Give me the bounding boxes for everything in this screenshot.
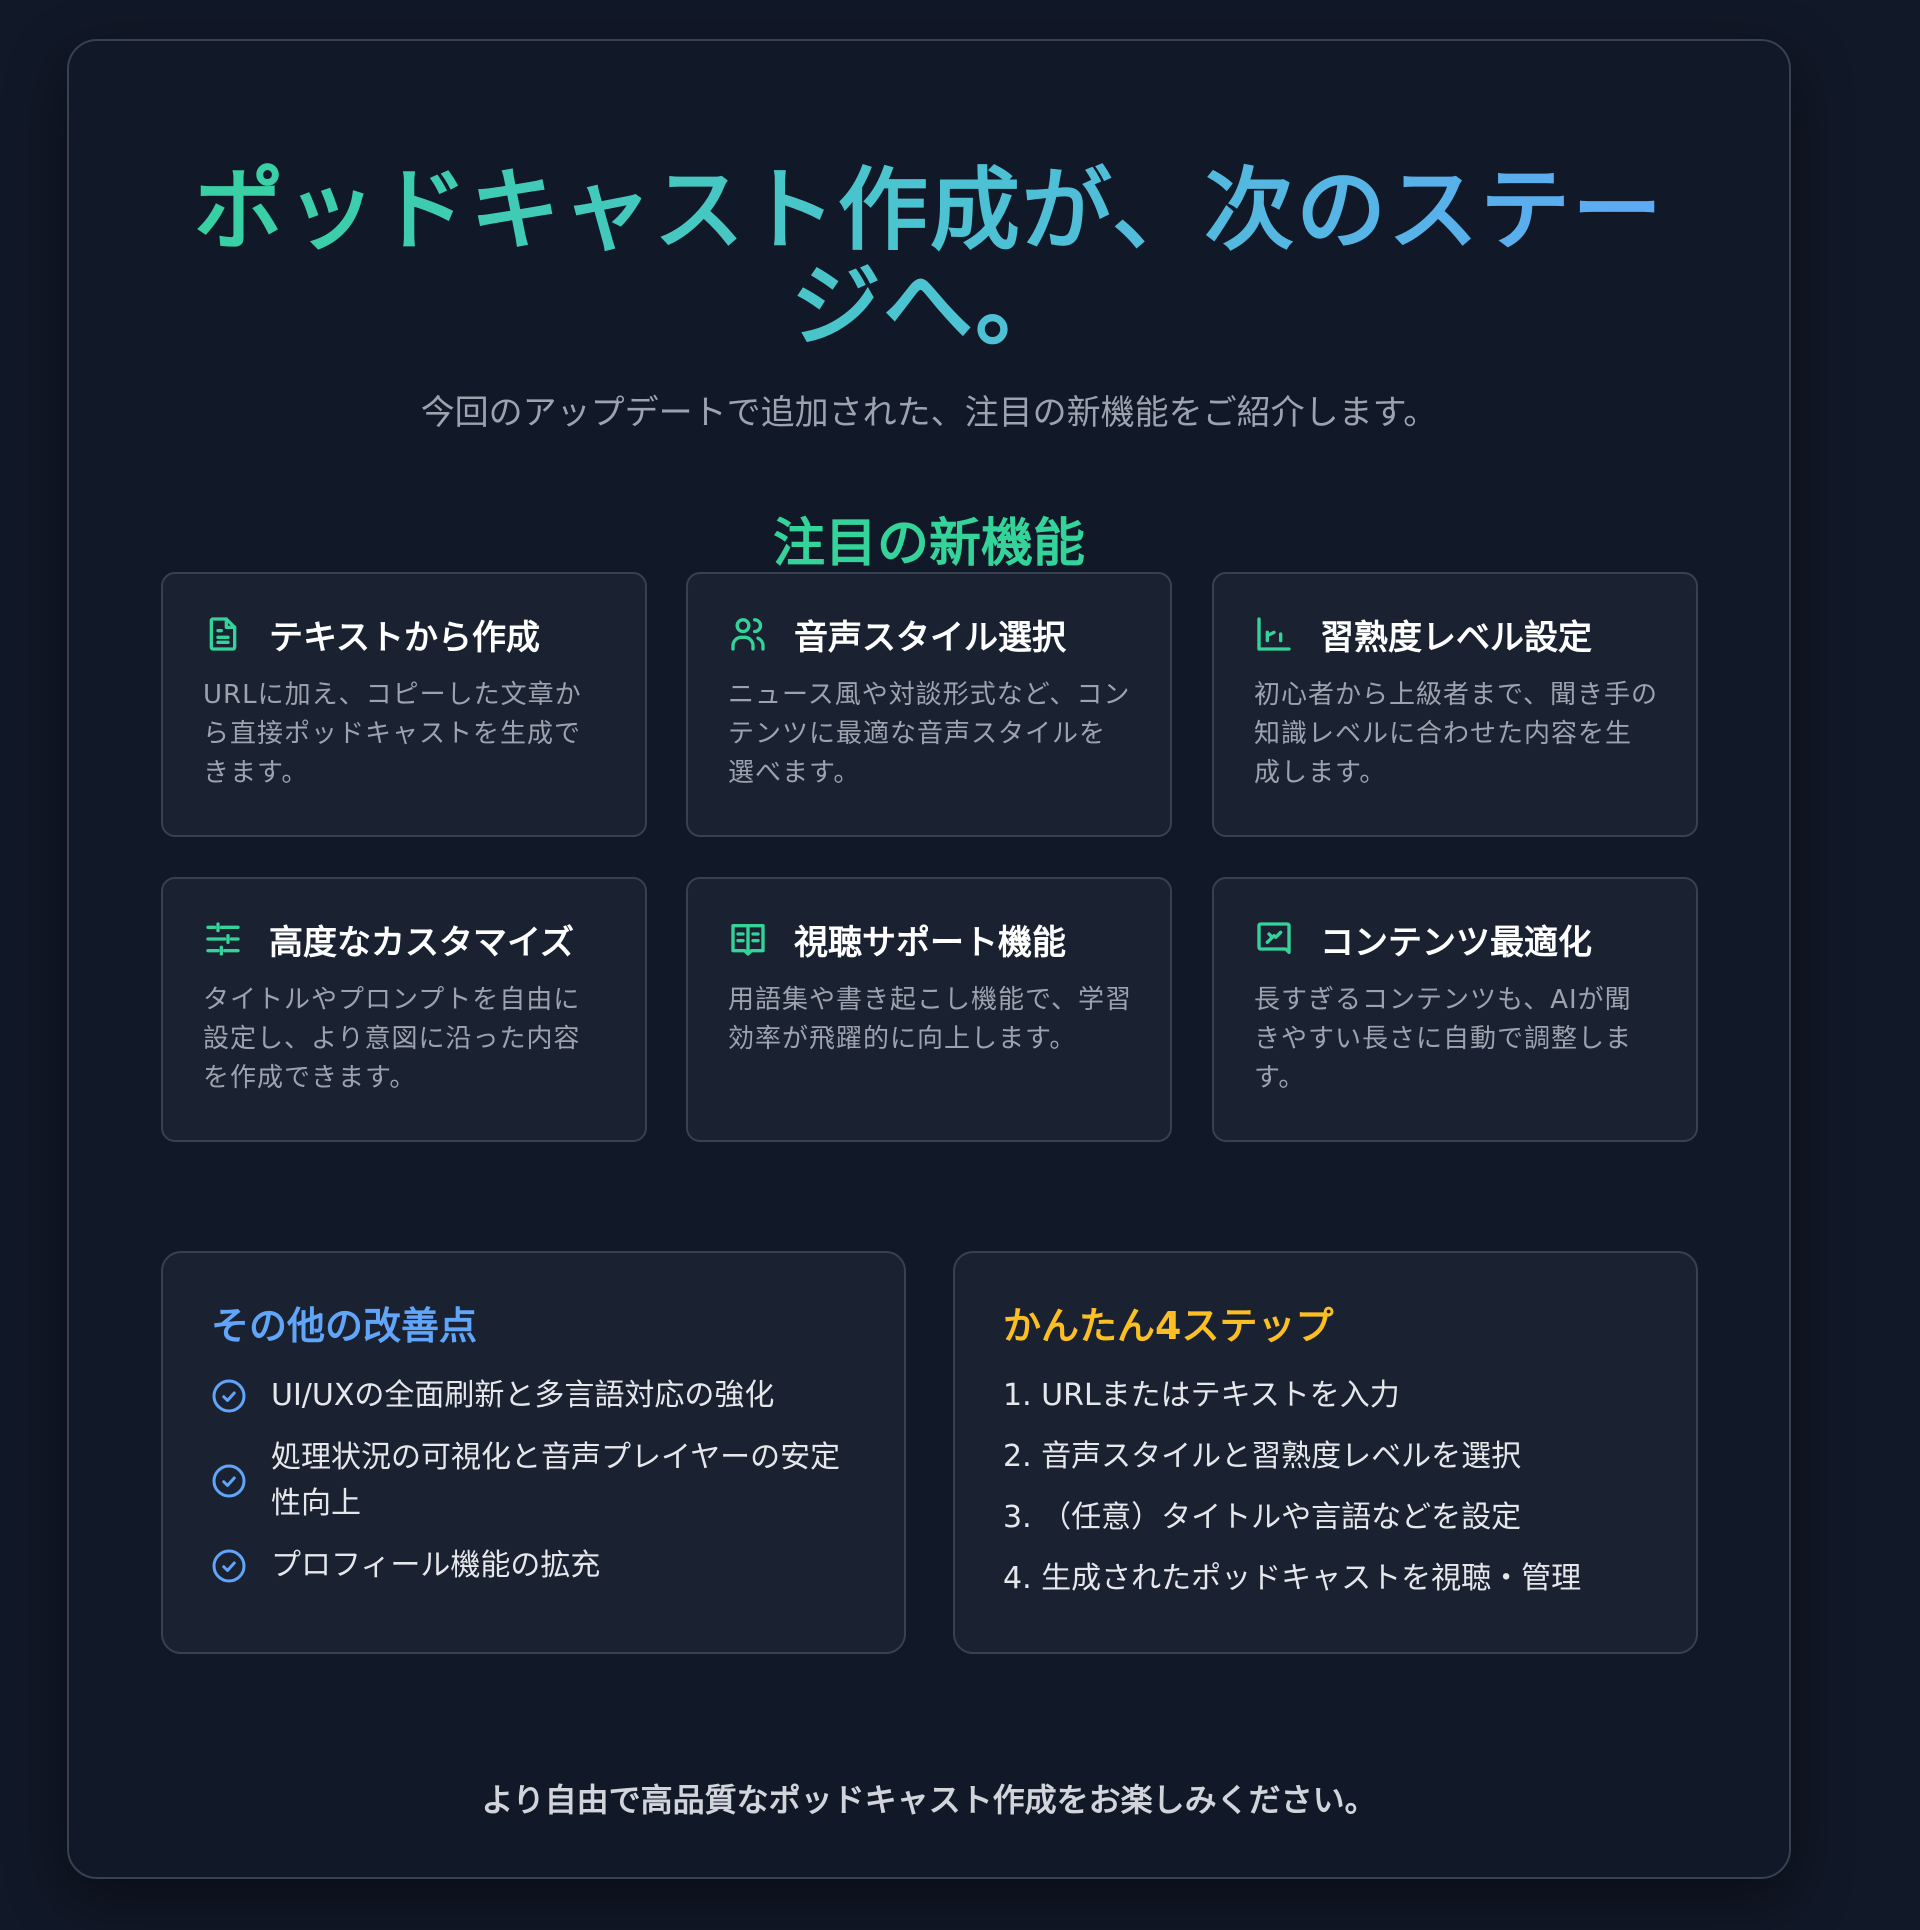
improvements-box: その他の改善点 UI/UXの全面刷新と多言語対応の強化 処理状況の可視化と音声プ…: [161, 1251, 906, 1654]
feature-description: タイトルやプロンプトを自由に設定し、より意図に沿った内容を作成できます。: [203, 985, 581, 1093]
feature-description: 用語集や書き起こし機能で、学習効率が飛躍的に向上します。: [728, 985, 1132, 1054]
feature-description: ニュース風や対談形式など、コンテンツに最適な音声スタイルを選べます。: [728, 680, 1131, 788]
feature-title: 高度なカスタマイズ: [269, 922, 574, 963]
page-subtitle: 今回のアップデートで追加された、注目の新機能をご紹介します。: [420, 393, 1438, 433]
improvements-title: その他の改善点: [211, 1304, 478, 1348]
book-open-icon: [728, 919, 768, 959]
step-item: 2. 音声スタイルと習熟度レベルを選択: [1003, 1439, 1522, 1474]
step-item: 4. 生成されたポッドキャストを視聴・管理: [1003, 1561, 1582, 1596]
feature-description: URLに加え、コピーした文章から直接ポッドキャストを生成できます。: [203, 680, 582, 788]
feature-description: 長すぎるコンテンツも、AIが聞きやすい長さに自動で調整します。: [1254, 985, 1633, 1093]
document-text-icon: [203, 614, 243, 654]
feature-card-listening-support: 視聴サポート機能 用語集や書き起こし機能で、学習効率が飛躍的に向上します。: [686, 877, 1172, 1142]
feature-title: 音声スタイル選択: [794, 617, 1066, 658]
feature-card-content-optimization: コンテンツ最適化 長すぎるコンテンツも、AIが聞きやすい長さに自動で調整します。: [1212, 877, 1698, 1142]
step-item: 1. URLまたはテキストを入力: [1003, 1378, 1400, 1413]
chart-message-icon: [1254, 919, 1294, 959]
list-item: UI/UXの全面刷新と多言語対応の強化: [211, 1373, 856, 1419]
steps-list: 1. URLまたはテキストを入力 2. 音声スタイルと習熟度レベルを選択 3. …: [1003, 1373, 1648, 1602]
announcement-card: ポッドキャスト作成が、次のステージへ。 今回のアップデートで追加された、注目の新…: [67, 39, 1791, 1879]
bar-chart-icon: [1254, 614, 1294, 654]
feature-title: 視聴サポート機能: [794, 922, 1066, 963]
closing-message: より自由で高品質なポッドキャスト作成をお楽しみください。: [481, 1781, 1377, 1819]
feature-card-voice-style: 音声スタイル選択 ニュース風や対談形式など、コンテンツに最適な音声スタイルを選べ…: [686, 572, 1172, 837]
improvement-text: プロフィール機能の拡充: [271, 1548, 601, 1583]
list-item: プロフィール機能の拡充: [211, 1543, 856, 1589]
check-circle-icon: [212, 1464, 246, 1498]
sliders-icon: [203, 919, 243, 959]
feature-title: 習熟度レベル設定: [1320, 617, 1592, 658]
users-icon: [728, 614, 768, 654]
step-item: 3. （任意）タイトルや言語などを設定: [1003, 1500, 1522, 1535]
feature-description: 初心者から上級者まで、聞き手の知識レベルに合わせた内容を生成します。: [1254, 680, 1658, 788]
check-circle-icon: [212, 1379, 246, 1413]
check-circle-icon: [212, 1549, 246, 1583]
feature-card-proficiency-level: 習熟度レベル設定 初心者から上級者まで、聞き手の知識レベルに合わせた内容を生成し…: [1212, 572, 1698, 837]
feature-card-customize: 高度なカスタマイズ タイトルやプロンプトを自由に設定し、より意図に沿った内容を作…: [161, 877, 647, 1142]
feature-card-text-to-podcast: テキストから作成 URLに加え、コピーした文章から直接ポッドキャストを生成できま…: [161, 572, 647, 837]
improvement-text: 処理状況の可視化と音声プレイヤーの安定性向上: [271, 1440, 841, 1521]
improvement-text: UI/UXの全面刷新と多言語対応の強化: [271, 1378, 775, 1413]
feature-title: テキストから作成: [269, 617, 540, 658]
features-section-title: 注目の新機能: [772, 514, 1085, 574]
steps-box: かんたん4ステップ 1. URLまたはテキストを入力 2. 音声スタイルと習熟度…: [953, 1251, 1698, 1654]
steps-title: かんたん4ステップ: [1003, 1304, 1334, 1348]
list-item: 処理状況の可視化と音声プレイヤーの安定性向上: [211, 1435, 856, 1527]
page-title: ポッドキャスト作成が、次のステージへ。: [69, 163, 1789, 355]
feature-title: コンテンツ最適化: [1320, 922, 1592, 963]
improvements-list: UI/UXの全面刷新と多言語対応の強化 処理状況の可視化と音声プレイヤーの安定性…: [211, 1373, 856, 1589]
